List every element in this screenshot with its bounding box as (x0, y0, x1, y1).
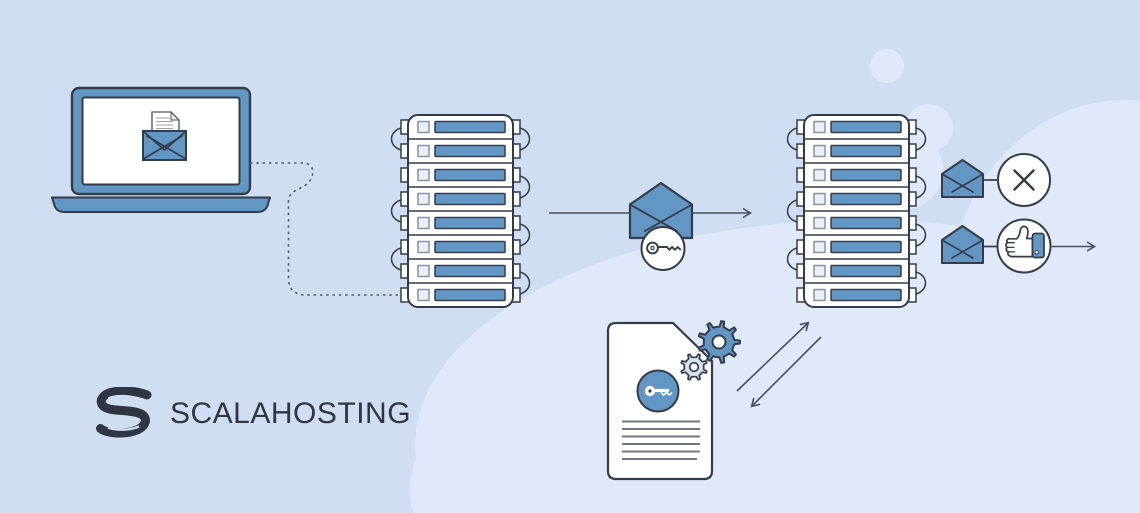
large-gear-icon (697, 320, 741, 364)
envelope-key-icon (628, 181, 694, 271)
x-mark-icon (1013, 169, 1035, 191)
scalahosting-logo: SCALAHOSTING (94, 387, 411, 441)
sync-arrows (736, 321, 822, 408)
envelope-x-icon (941, 153, 1051, 207)
sealed-envelope-small-icon (941, 225, 984, 264)
dotted-connector-line (250, 162, 400, 296)
mail-server-right (786, 114, 927, 308)
small-gear-icon (680, 353, 708, 381)
document-key-gears-icon (606, 320, 741, 481)
scalahosting-s-logo (96, 387, 152, 438)
laptop-base (51, 196, 271, 213)
mail-server-left (390, 114, 531, 308)
envelope-thumbs-up-icon (941, 218, 1097, 274)
logo-text: SCALAHOSTING (170, 397, 412, 430)
background-blobs (410, 49, 1140, 513)
key-badge-icon (640, 226, 686, 271)
sealed-envelope-small-icon (941, 159, 984, 198)
document-text-lines (622, 420, 700, 460)
laptop-email-icon (51, 86, 271, 213)
thumbs-up-icon (1005, 225, 1045, 259)
email-document-icon (142, 111, 187, 161)
